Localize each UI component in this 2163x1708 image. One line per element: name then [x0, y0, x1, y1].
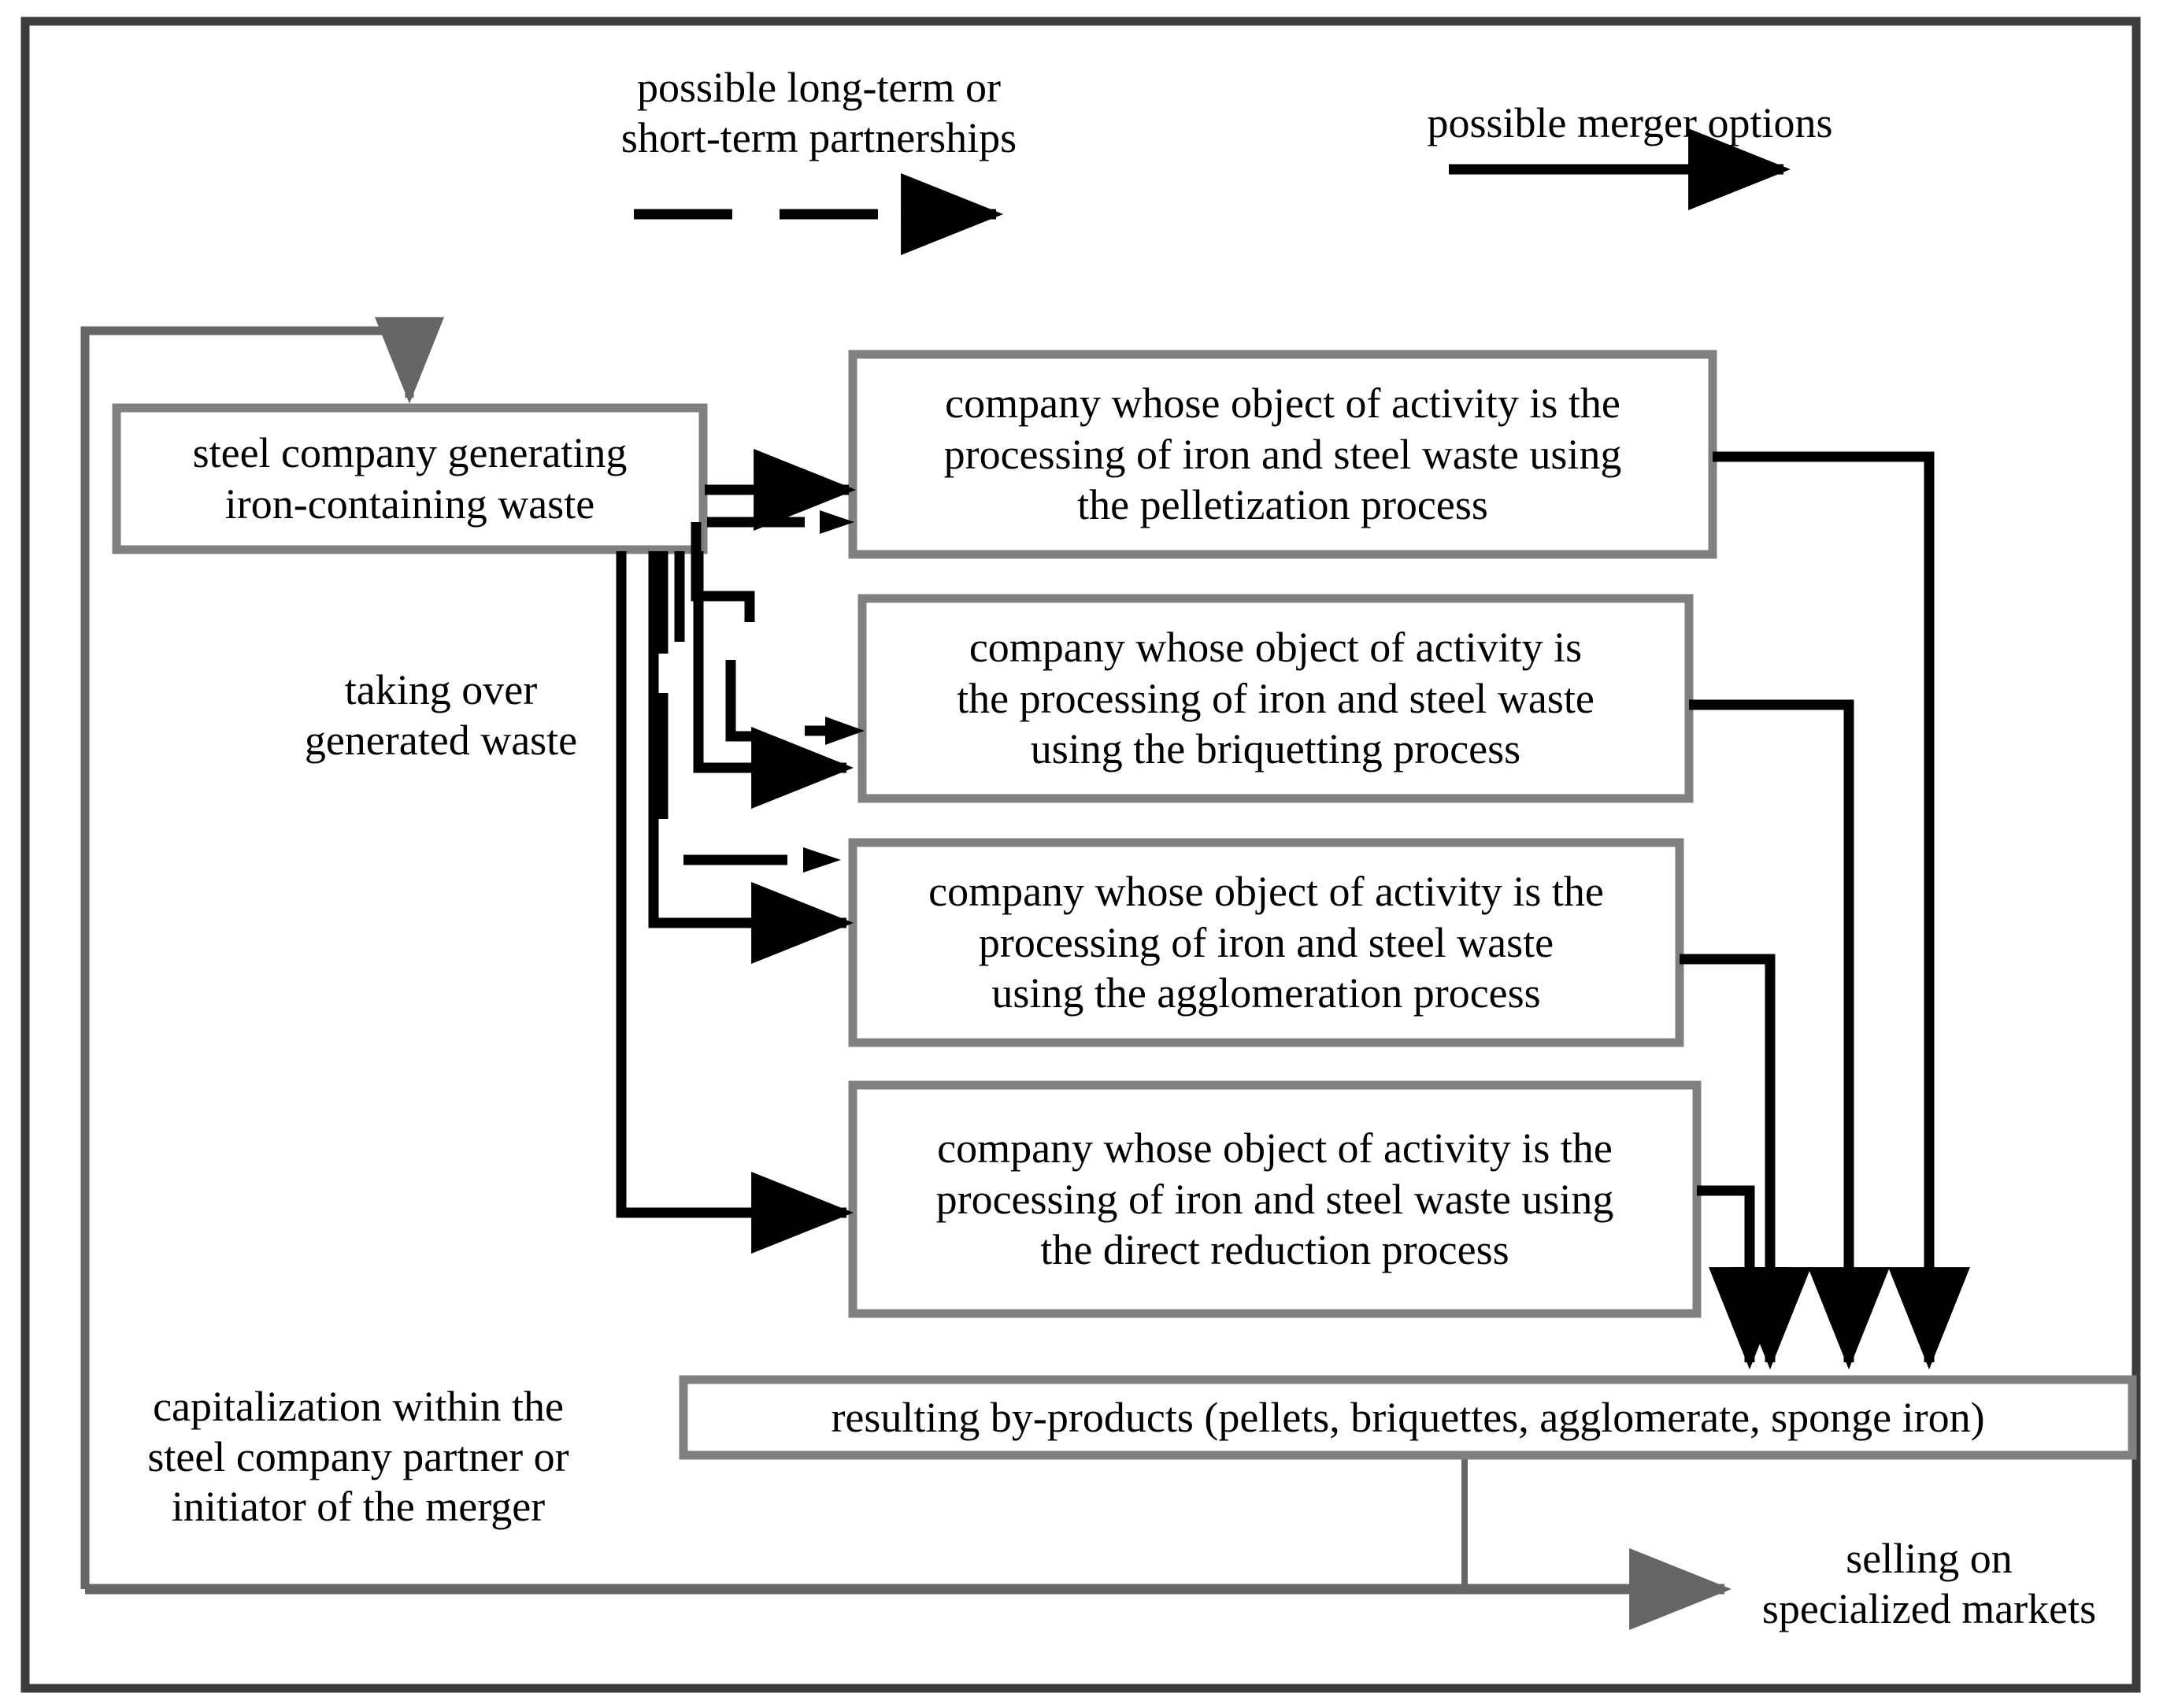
box-pelletization [848, 350, 1717, 559]
box-briquetting [857, 594, 1694, 803]
node-steel-company-label: steel company generating iron-containing… [192, 429, 628, 528]
outer-frame [20, 17, 2141, 1693]
edge-steel-to-pelletization-dashed [707, 510, 854, 534]
edge-steel-to-briquetting-solid [693, 551, 854, 809]
edge-agglomeration-to-byproducts [1680, 954, 1811, 1370]
legend-partnerships-caption: possible long-term or short-term partner… [620, 64, 1017, 161]
node-direct-reduction-label: company whose object of activity is the … [935, 1124, 1614, 1274]
edge-pelletization-to-byproducts [1713, 451, 1970, 1370]
node-briquetting-label: company whose object of activity is the … [957, 623, 1594, 773]
node-by-products-label: resulting by-products (pellets, briquett… [831, 1393, 1985, 1441]
edge-steel-to-agglomeration-solid [648, 551, 854, 964]
edge-label-taking-over-generated-waste: taking over generated waste [304, 666, 578, 764]
box-by-products [679, 1375, 2137, 1460]
connector-elbow-stub-b [725, 660, 752, 742]
edge-label-capitalization: capitalization within the steel company … [147, 1383, 569, 1531]
box-steel-company [112, 403, 708, 554]
node-agglomeration-label: company whose object of activity is the … [928, 867, 1604, 1017]
box-direct-reduction [848, 1080, 1702, 1318]
edge-direct-reduction-to-byproducts [1697, 1185, 1791, 1370]
edge-steel-to-agglomeration-dashed [683, 847, 841, 873]
edge-steel-to-briquetting-dashed [805, 717, 865, 745]
node-pelletization-label: company whose object of activity is the … [943, 379, 1622, 529]
edge-steel-to-direct-reduction [616, 551, 854, 1254]
legend-mergers-caption: possible merger options [1427, 99, 1833, 146]
edge-label-selling-on-specialized-markets: selling on specialized markets [1761, 1535, 2097, 1632]
feedback-capitalization-path [80, 317, 444, 1589]
edge-briquetting-to-byproducts [1689, 699, 1890, 1370]
